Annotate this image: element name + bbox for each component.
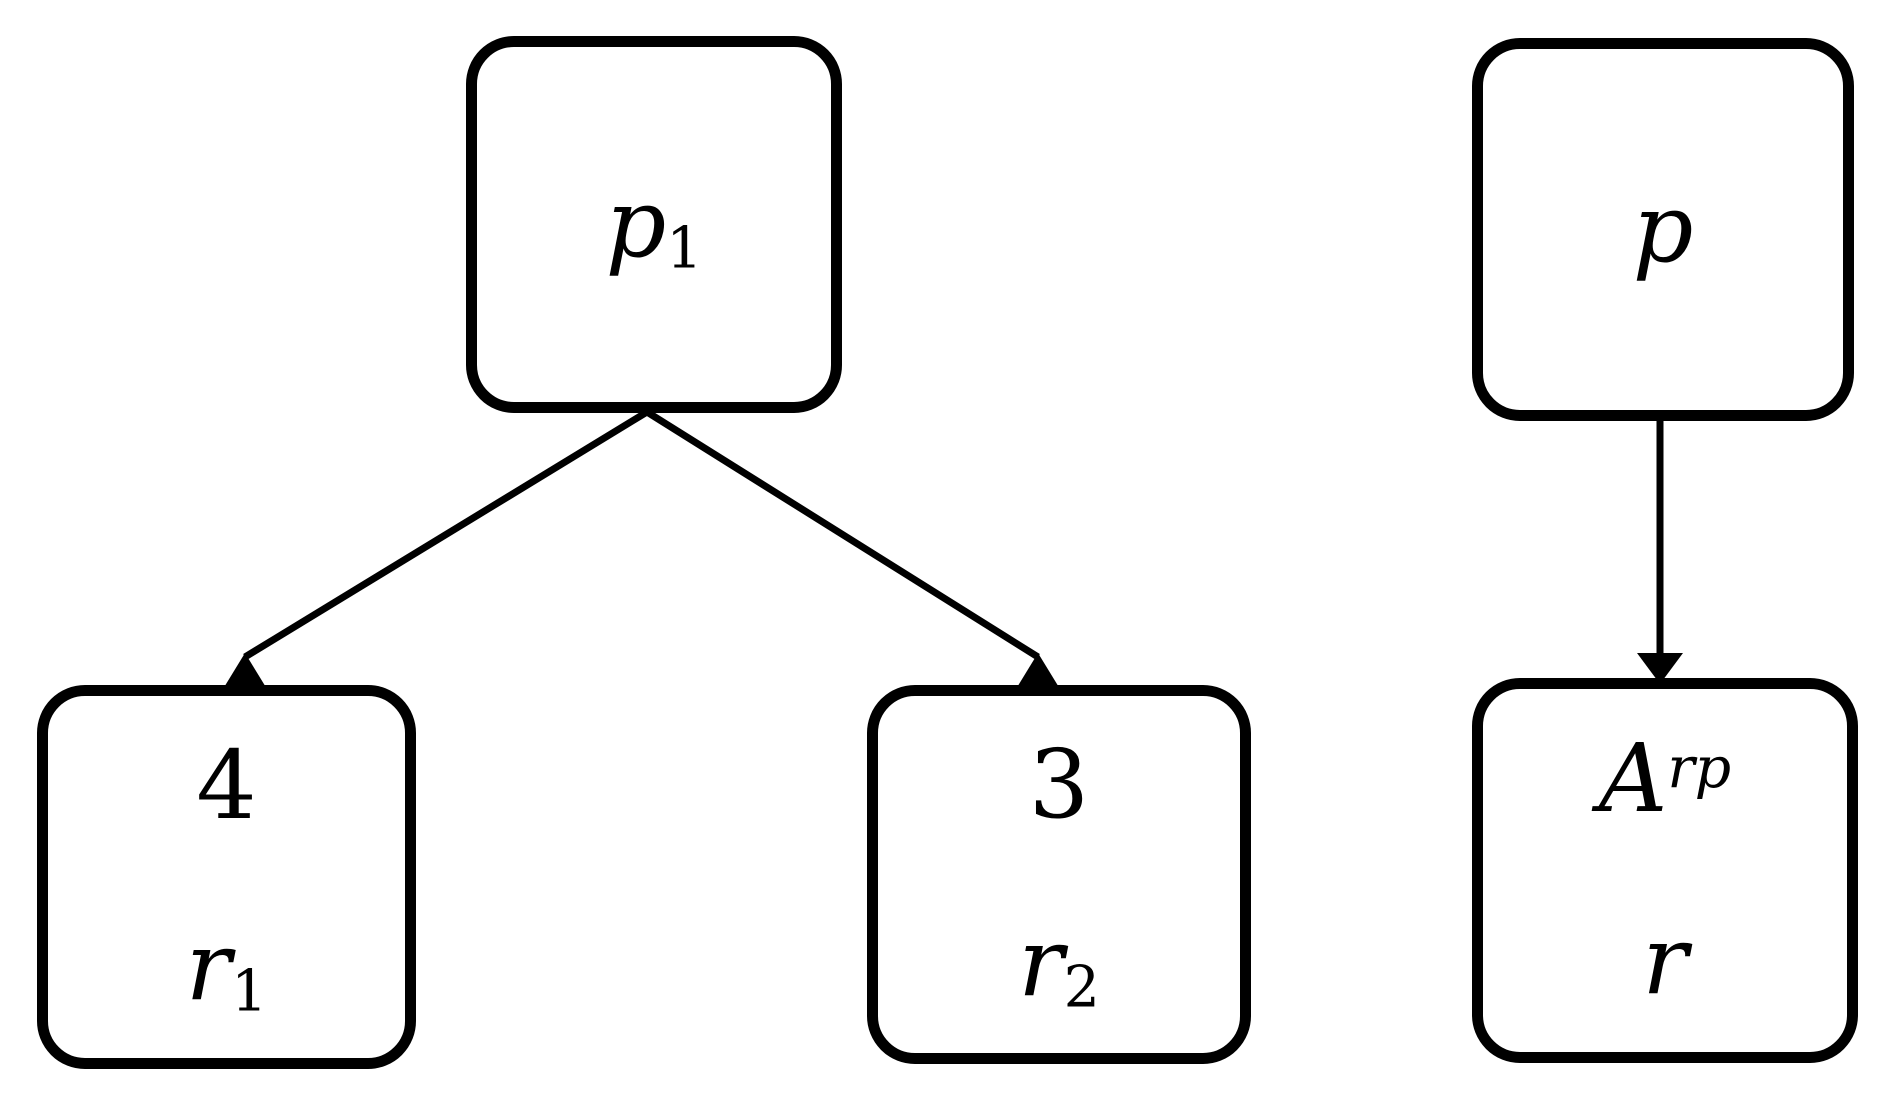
node-a-rp-value: Arp <box>1598 724 1732 835</box>
node-p-label: p <box>1632 174 1694 284</box>
edge-p1-r1-line <box>243 409 649 660</box>
edge-p1-r1-arrowhead <box>223 653 267 689</box>
node-p1-label: p1 <box>605 169 703 282</box>
node-r2-label: r2 <box>1018 908 1100 1021</box>
node-r2: 3 r2 <box>867 685 1251 1064</box>
node-a-rp: Arp r <box>1472 678 1858 1063</box>
edge-p1-r2-line <box>645 409 1040 660</box>
node-p: p <box>1472 38 1854 421</box>
node-a-rp-label: r <box>1642 905 1688 1016</box>
node-p1: p1 <box>466 36 842 413</box>
node-r2-value: 3 <box>1028 729 1090 840</box>
node-r1-value: 4 <box>196 731 257 841</box>
edge-p1-r2-arrowhead <box>1016 653 1060 689</box>
node-r1: 4 r1 <box>37 685 416 1069</box>
node-r1-label: r1 <box>185 912 268 1025</box>
